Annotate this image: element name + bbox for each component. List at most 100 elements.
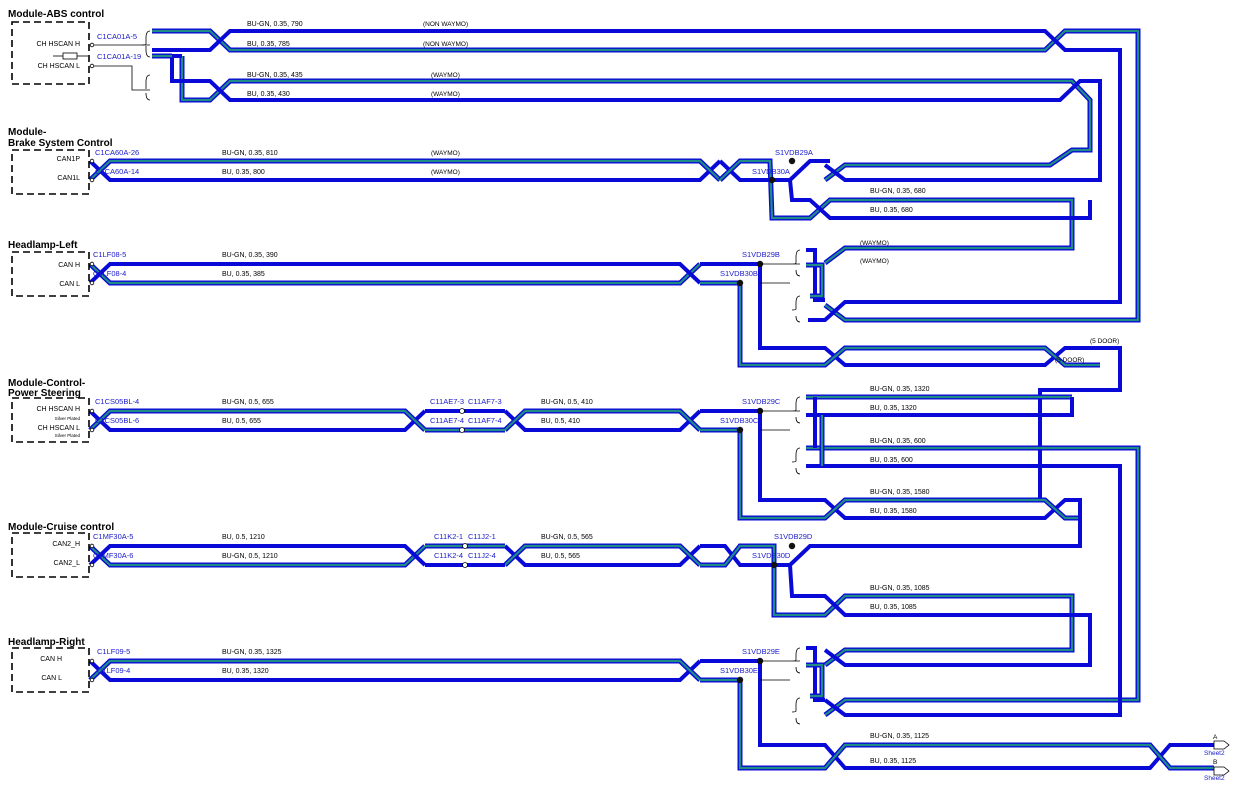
inline-connector-label: C11AF7-4	[468, 416, 502, 425]
module-headlamp-right-title: Headlamp-Right	[8, 637, 85, 648]
offpage-connector-a[interactable]: A Sheet2	[1204, 734, 1230, 757]
leader-line	[760, 249, 801, 277]
wire-label: BU-GN, 0.35, 1320	[870, 386, 930, 393]
wire-label: BU, 0.35, 680	[870, 207, 913, 214]
offpage-arrow-icon	[1213, 766, 1230, 776]
option-note: (WAYMO)	[431, 91, 460, 98]
pin-terminal	[89, 63, 95, 69]
wire-green-tracer	[152, 29, 1140, 322]
hl-left-conn1-label: C1LF08-5	[93, 250, 126, 259]
wire-label: BU-GN, 0.35, 1085	[870, 585, 930, 592]
wire-green-tracer	[89, 159, 721, 181]
offpage-sheet-link[interactable]: Sheet2	[1204, 775, 1225, 782]
wire-label: BU, 0.5, 410	[541, 418, 580, 425]
option-note: (WAYMO)	[860, 240, 889, 247]
inline-connector-label: C11AF7-3	[468, 397, 502, 406]
wire-blue	[503, 409, 702, 432]
wire-label: BU, 0.35, 600	[870, 457, 913, 464]
cruise-conn2-label: C1MF30A-6	[93, 551, 133, 560]
wire-label: BU-GN, 0.35, 1325	[222, 649, 282, 656]
pin-terminal	[89, 677, 95, 683]
ps-pin2-sub: Silver Plated	[55, 433, 81, 438]
splice-label: S1VDB30D	[752, 551, 791, 560]
option-note: (WAYMO)	[431, 169, 460, 176]
inline-connector-pin	[459, 408, 465, 414]
wire-green-tracer	[89, 409, 426, 431]
wire-blue	[88, 159, 722, 182]
wire-blue-green	[88, 158, 722, 182]
wire-label: BU, 0.35, 785	[247, 41, 290, 48]
abs-pin2-label: CH HSCAN L	[38, 63, 81, 70]
cruise-pin2-label: CAN2_L	[54, 560, 81, 567]
splice-label: S1VDB29B	[742, 250, 780, 259]
pin-terminal	[89, 280, 95, 286]
pin-terminal	[89, 543, 95, 549]
abs-conn1-label: C1CA01A-5	[97, 32, 137, 41]
wire-blue-green	[88, 658, 702, 682]
module-ps-title-line1: Module-Control-	[8, 378, 85, 389]
splice-dot	[788, 542, 796, 550]
module-bsc-box	[11, 149, 90, 195]
leader-line	[145, 74, 151, 101]
hl-left-conn2-label: C1LF08-4	[93, 269, 126, 278]
pin-terminal	[89, 658, 95, 664]
wire-blue-green	[88, 262, 702, 286]
wire-blue	[806, 397, 1074, 417]
termination-resistor-icon	[53, 52, 88, 60]
wire-label: BU, 0.5, 1210	[222, 534, 265, 541]
wire-blue	[88, 262, 702, 285]
inline-connector-label: C11K2-4	[434, 551, 463, 560]
wire-label: BU, 0.35, 1580	[870, 508, 917, 515]
module-ps-title-line2: Power Steering	[8, 388, 81, 399]
splice-dot	[736, 426, 744, 434]
hl-right-conn1-label: C1LF09-5	[97, 647, 130, 656]
bsc-pin1-label: CAN1P	[57, 156, 81, 163]
inline-connector-label: C11J2-1	[468, 532, 496, 541]
option-note: (WAYMO)	[431, 72, 460, 79]
ps-pin1-label: CH HSCAN H	[36, 406, 80, 413]
wire-blue-green	[503, 543, 702, 567]
wire-label: BU, 0.35, 385	[222, 271, 265, 278]
wire-blue	[88, 659, 702, 682]
option-note: (NON WAYMO)	[423, 21, 468, 28]
inline-connector-label: C11J2-4	[468, 551, 496, 560]
pin-terminal	[89, 42, 95, 48]
wire-label: BU, 0.35, 800	[222, 169, 265, 176]
offpage-connector-b[interactable]: B Sheet2	[1204, 759, 1230, 782]
hl-left-pin1-label: CAN H	[58, 262, 80, 269]
module-headlamp-right-box	[11, 647, 90, 693]
splice-dot	[736, 676, 744, 684]
inline-connector-pin	[462, 543, 468, 549]
pin-terminal	[89, 177, 95, 183]
bsc-conn2-label: C1CA60A-14	[95, 167, 139, 176]
wire-green-tracer	[806, 263, 824, 298]
abs-conn2-label: C1CA01A-19	[97, 52, 141, 61]
inline-connector-pin	[462, 562, 468, 568]
option-note: (WAYMO)	[431, 150, 460, 157]
leader-line	[760, 396, 801, 424]
leader-line	[141, 30, 151, 58]
wire-label: BU-GN, 0.5, 565	[541, 534, 593, 541]
inline-connector-label: C11AE7-3	[430, 397, 464, 406]
ps-pin1-sub: Silver Plated	[55, 416, 81, 421]
module-boxes	[11, 21, 90, 693]
wire-blue	[806, 248, 825, 302]
ps-conn1-label: C1CS05BL-4	[95, 397, 139, 406]
module-headlamp-left-title: Headlamp-Left	[8, 240, 78, 251]
leader-line	[760, 429, 801, 475]
offpage-letter: A	[1213, 734, 1218, 741]
splice-label: S1VDB29A	[775, 148, 813, 157]
wire-blue-green	[503, 408, 702, 432]
ps-conn2-label: C1CS05BL-6	[95, 416, 139, 425]
wire-label: BU, 0.35, 1320	[222, 668, 269, 675]
ps-pin2-label: CH HSCAN L	[38, 425, 81, 432]
offpage-arrow-icon	[1213, 740, 1230, 750]
offpage-sheet-link[interactable]: Sheet2	[1204, 750, 1225, 757]
cruise-pin1-label: CAN2_H	[52, 541, 80, 548]
option-note: (NON WAYMO)	[423, 41, 468, 48]
option-note: (5 DOOR)	[1055, 357, 1084, 364]
wire-label: BU, 0.5, 655	[222, 418, 261, 425]
wire-blue	[700, 409, 1082, 540]
pin-terminal	[89, 408, 95, 414]
